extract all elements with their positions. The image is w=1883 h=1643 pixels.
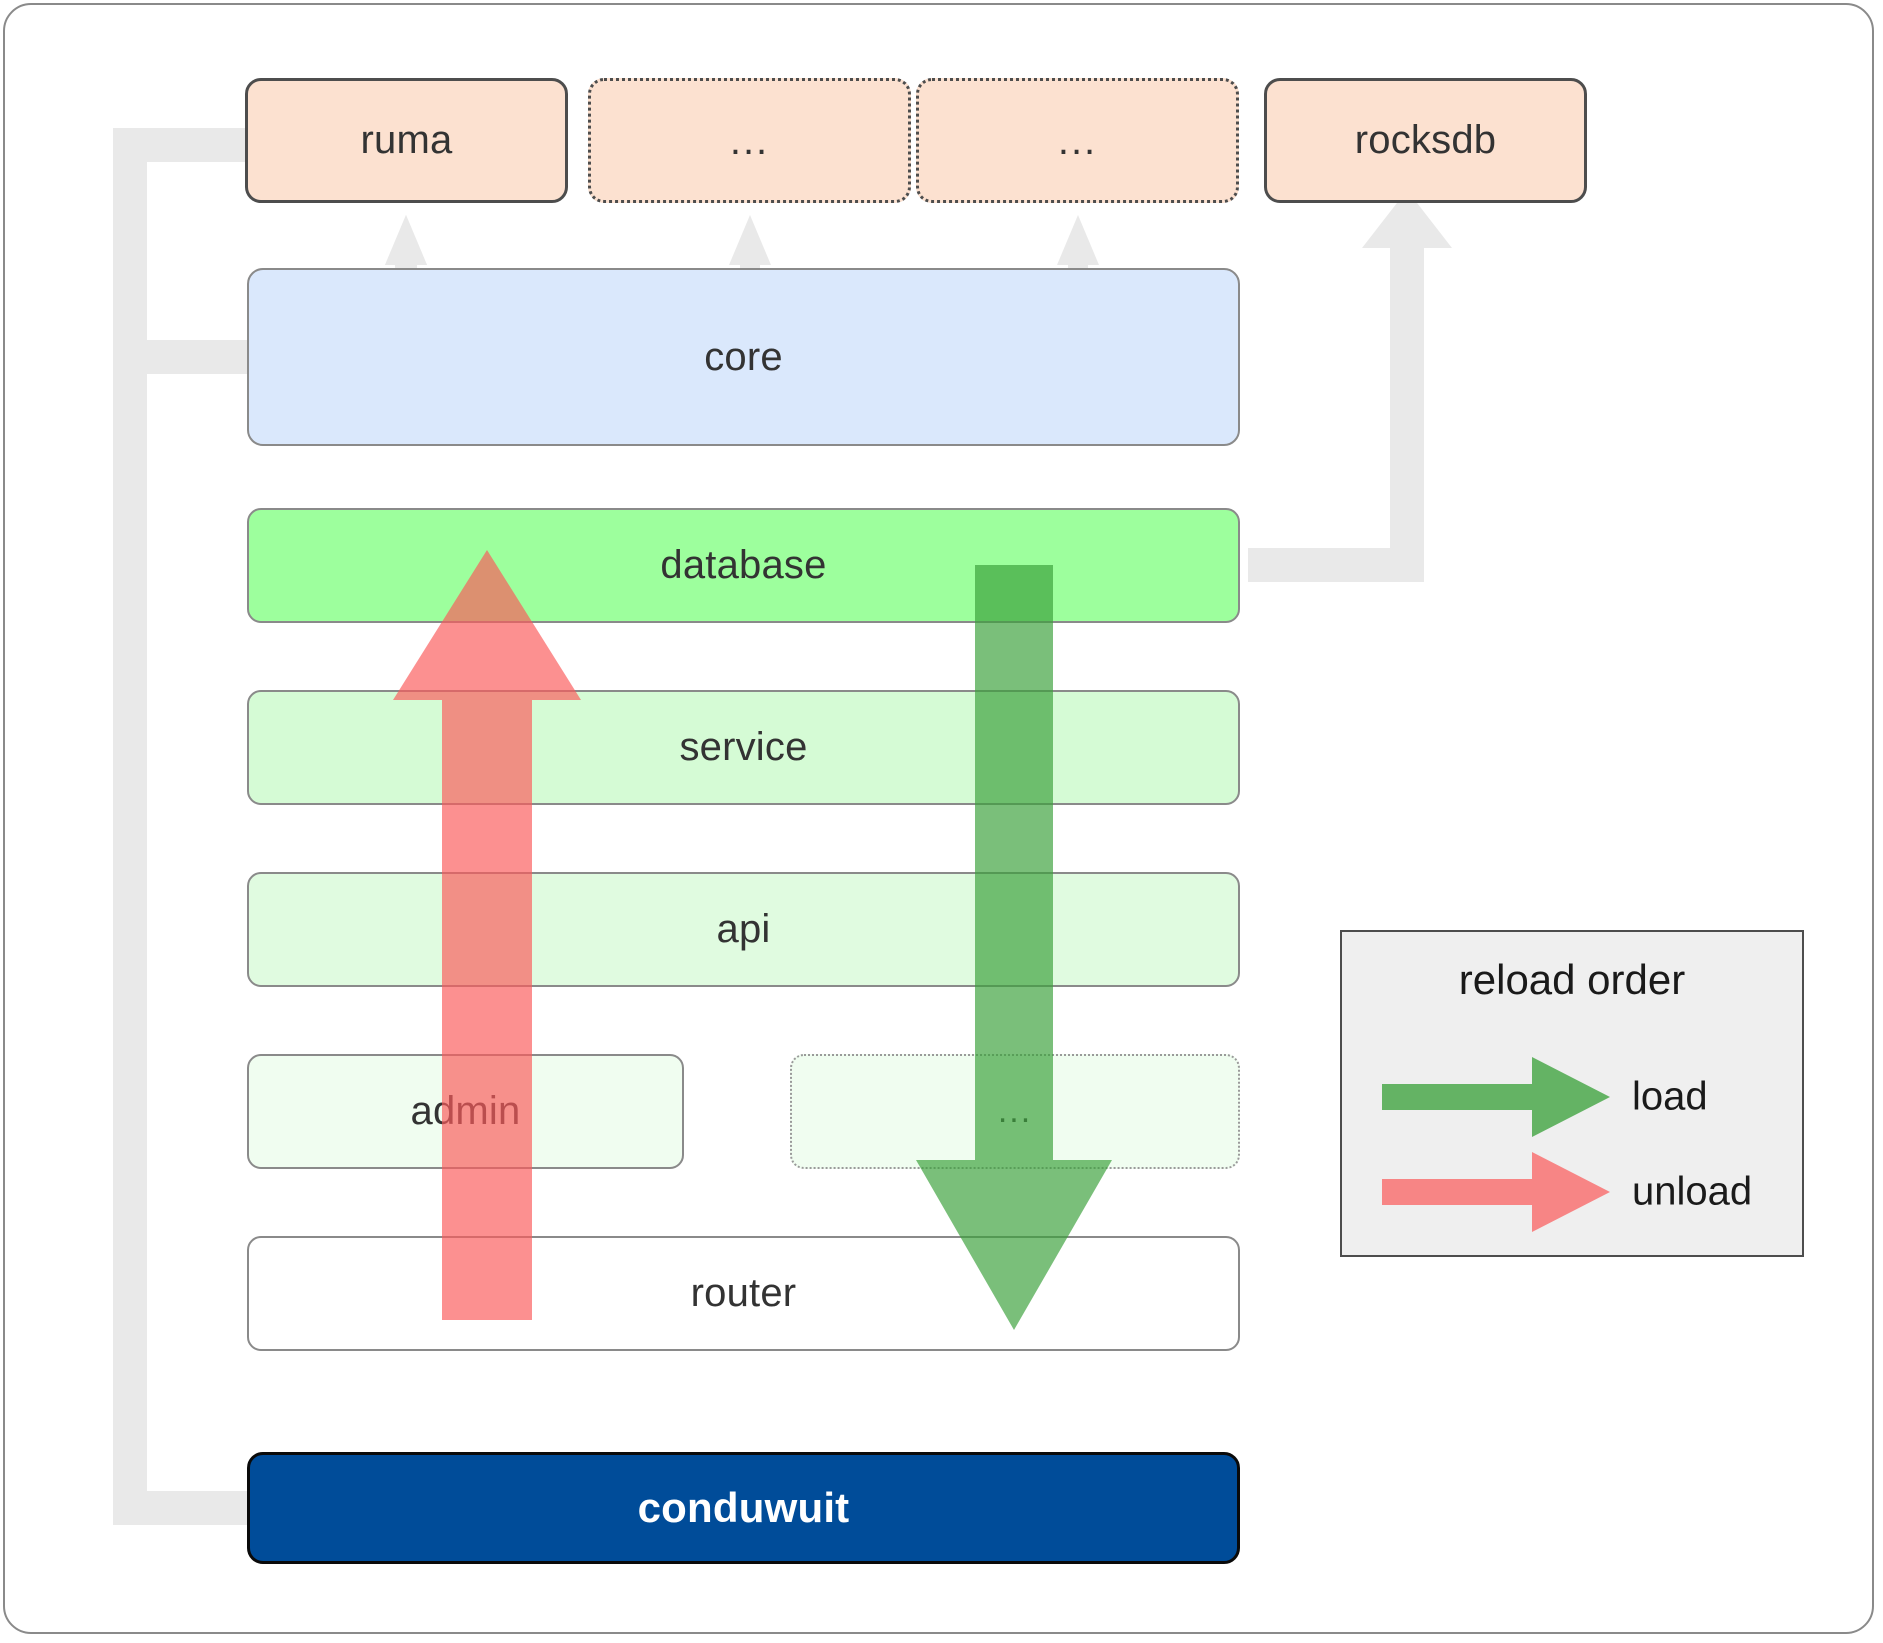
legend-title: reload order xyxy=(1458,956,1686,1003)
node-conduwuit-label: conduwuit xyxy=(637,1484,850,1531)
node-rocksdb-label: rocksdb xyxy=(1354,118,1497,162)
node-core-label: core xyxy=(704,334,783,379)
node-ruma-label: ruma xyxy=(360,118,453,162)
legend-load-arrow-icon xyxy=(1382,1057,1610,1137)
legend-row-unload: unload xyxy=(1382,1152,1782,1232)
node-database[interactable]: database xyxy=(247,508,1240,623)
diagram-frame xyxy=(3,3,1874,1634)
legend-unload-label: unload xyxy=(1632,1169,1753,1214)
node-layer-placeholder-label: ... xyxy=(997,1091,1033,1130)
legend-load-label: load xyxy=(1632,1074,1708,1119)
node-database-label: database xyxy=(660,543,827,587)
node-router-label: router xyxy=(690,1271,797,1315)
legend-panel: reload order load unload xyxy=(1340,930,1804,1257)
node-dependency-placeholder-2-label: ... xyxy=(1057,118,1098,163)
node-service-label: service xyxy=(679,725,808,769)
node-dependency-placeholder-1-label: ... xyxy=(729,118,770,163)
node-dependency-placeholder-2[interactable]: ... xyxy=(916,78,1239,203)
node-rocksdb[interactable]: rocksdb xyxy=(1264,78,1587,203)
legend-unload-arrow-icon xyxy=(1382,1152,1610,1232)
node-ruma[interactable]: ruma xyxy=(245,78,568,203)
node-core[interactable]: core xyxy=(247,268,1240,446)
node-admin-label: admin xyxy=(410,1089,521,1133)
node-admin[interactable]: admin xyxy=(247,1054,684,1169)
node-layer-placeholder[interactable]: ... xyxy=(790,1054,1240,1169)
node-dependency-placeholder-1[interactable]: ... xyxy=(588,78,911,203)
node-router[interactable]: router xyxy=(247,1236,1240,1351)
node-api-label: api xyxy=(716,907,771,951)
node-service[interactable]: service xyxy=(247,690,1240,805)
node-conduwuit[interactable]: conduwuit xyxy=(247,1452,1240,1564)
legend-row-load: load xyxy=(1382,1057,1782,1137)
node-api[interactable]: api xyxy=(247,872,1240,987)
